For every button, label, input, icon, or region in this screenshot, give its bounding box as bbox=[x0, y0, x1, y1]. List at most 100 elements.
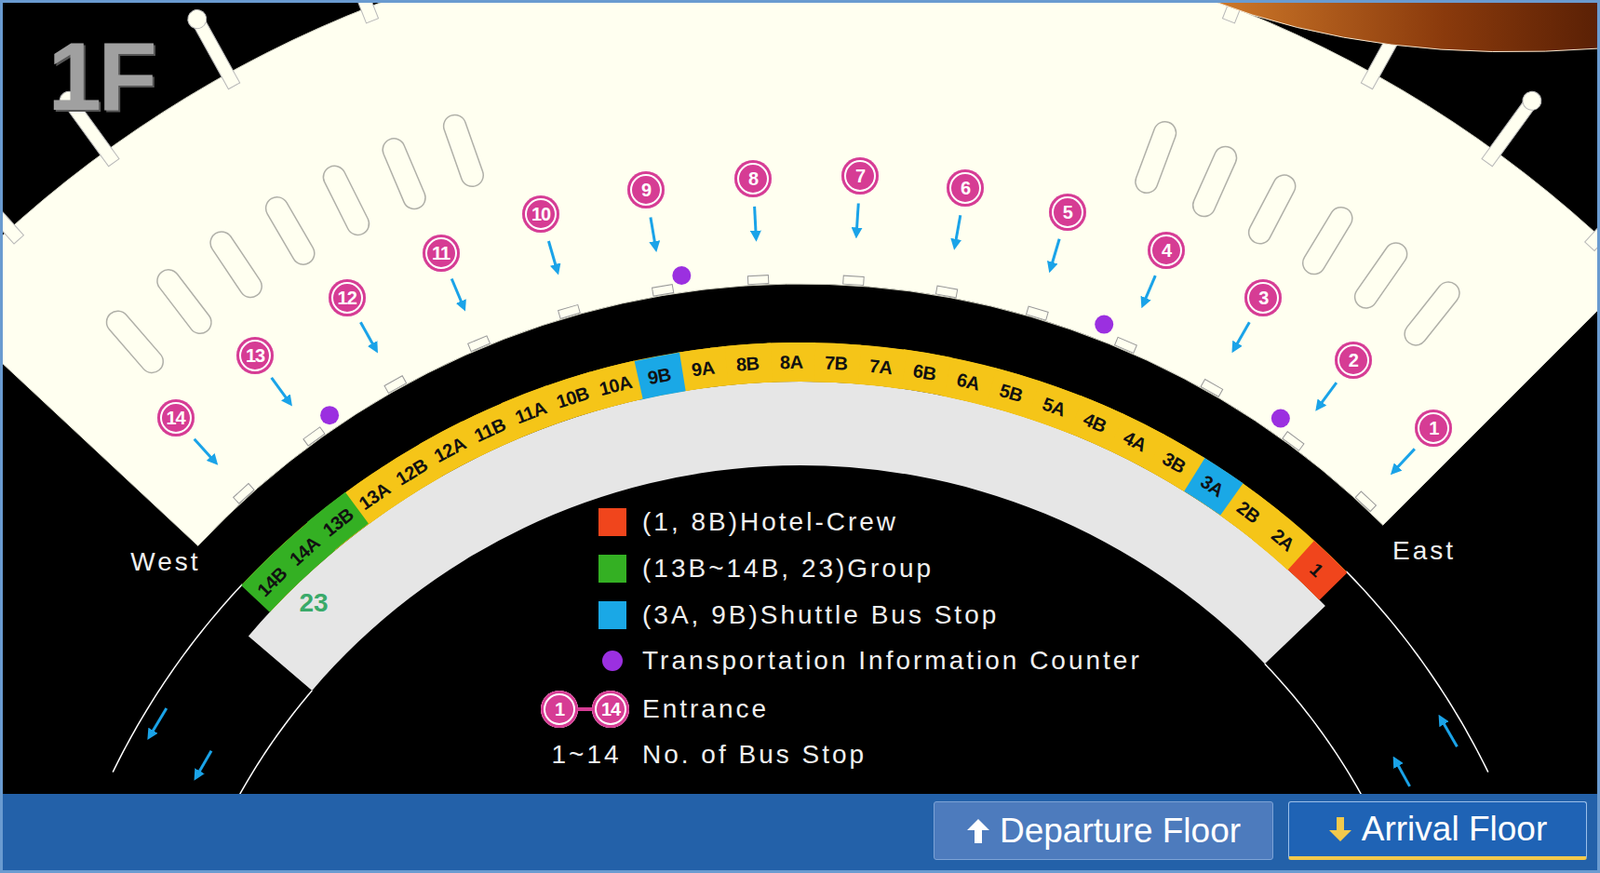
bus-stop-number: 7B bbox=[824, 353, 849, 374]
door bbox=[1115, 336, 1138, 353]
entrance-number: 14 bbox=[165, 408, 185, 428]
escalator-slot bbox=[1399, 277, 1465, 350]
door bbox=[558, 304, 581, 319]
escalator-slot bbox=[261, 192, 319, 269]
bus-stop-number: 7A bbox=[868, 356, 894, 378]
escalator-slot bbox=[1131, 118, 1179, 196]
entrance-arrow bbox=[1050, 239, 1060, 269]
map-graphic bbox=[967, 819, 990, 844]
tab-bar bbox=[0, 793, 1600, 873]
floor-tab: Departure Floor bbox=[933, 801, 1274, 861]
entrance-arrow bbox=[360, 322, 376, 349]
legend-swatch bbox=[598, 601, 627, 630]
info-counter bbox=[672, 266, 691, 285]
bus-stop-number: 6B bbox=[912, 361, 939, 384]
road-edge bbox=[112, 584, 243, 773]
entrance-number: 7 bbox=[855, 166, 865, 186]
entrance-arrow bbox=[194, 439, 215, 462]
entrance-number: 1 bbox=[540, 690, 579, 728]
escalator-slot bbox=[1189, 143, 1241, 221]
legend-text: (13B~14B, 23)Group bbox=[642, 553, 934, 584]
traffic-arrow bbox=[1441, 719, 1458, 747]
door bbox=[384, 376, 407, 394]
entrance-marker: 4 bbox=[1147, 231, 1185, 269]
entrance-marker: 8 bbox=[734, 160, 772, 198]
entrance-marker: 1 bbox=[1414, 409, 1453, 447]
door bbox=[468, 336, 491, 352]
traffic-arrow bbox=[197, 751, 212, 777]
escalator-slot bbox=[102, 306, 169, 377]
floor-tab: Arrival Floor bbox=[1288, 801, 1587, 861]
info-counter bbox=[1094, 315, 1114, 335]
bus-stop: 8A bbox=[767, 342, 816, 383]
entrance-marker: 10 bbox=[522, 195, 560, 233]
bus-stop: 7B bbox=[811, 342, 861, 385]
map-graphic bbox=[721, 342, 773, 386]
entrance-number: 1 bbox=[1428, 418, 1439, 438]
entrance-marker: 13 bbox=[236, 336, 274, 375]
entrance-marker: 6 bbox=[946, 169, 984, 207]
legend-swatch bbox=[602, 650, 623, 672]
legend-text: Transportation Information Counter bbox=[642, 645, 1143, 676]
direction-label: West bbox=[130, 547, 201, 578]
door bbox=[1026, 306, 1049, 321]
jet-bridge bbox=[184, 6, 243, 91]
bus-stop-number: 6A bbox=[954, 369, 982, 393]
map-graphic bbox=[810, 342, 861, 385]
escalator-slot bbox=[1244, 171, 1299, 248]
entrance-marker: 5 bbox=[1048, 193, 1087, 231]
bus-stop-number: 9B bbox=[645, 364, 673, 388]
map-graphic bbox=[184, 6, 210, 32]
escalator-slot bbox=[1350, 238, 1412, 312]
jet-bridge bbox=[0, 169, 27, 246]
entrance-number: 12 bbox=[337, 288, 357, 308]
entrance-marker: 3 bbox=[1244, 279, 1282, 317]
entrance-number: 13 bbox=[245, 346, 265, 365]
bus-stop-number: 8B bbox=[735, 353, 760, 375]
map-graphic bbox=[0, 178, 24, 244]
entrance-marker: 7 bbox=[841, 157, 879, 195]
entrance-arrow bbox=[856, 203, 859, 234]
map-graphic bbox=[854, 344, 908, 390]
tab-label: Departure Floor bbox=[999, 812, 1241, 850]
escalator-slot bbox=[205, 227, 266, 302]
door bbox=[303, 427, 325, 446]
door bbox=[1355, 491, 1376, 512]
bus-stop-range: 1~14 bbox=[551, 739, 621, 770]
bus-island bbox=[248, 381, 1326, 691]
entrance-arrow bbox=[650, 216, 656, 247]
door bbox=[747, 275, 768, 285]
entrance-arrow bbox=[451, 279, 463, 307]
map-graphic bbox=[766, 342, 817, 383]
jet-bridge bbox=[332, 0, 381, 25]
info-counter bbox=[320, 405, 339, 425]
escalator-slot bbox=[319, 161, 373, 239]
bus-lane bbox=[242, 342, 1346, 611]
entrance-arrow bbox=[1234, 322, 1250, 349]
map-graphic bbox=[1519, 87, 1546, 114]
legend-text: (1, 8B)Hotel-Crew bbox=[642, 507, 899, 538]
traffic-arrow bbox=[149, 708, 166, 736]
roof-decoration bbox=[1210, 0, 1600, 53]
door bbox=[233, 484, 255, 504]
legend-text: (3A, 9B)Shuttle Bus Stop bbox=[642, 600, 999, 631]
map-graphic bbox=[337, 0, 378, 24]
entrance-number: 10 bbox=[531, 204, 551, 224]
bus-stop: 8B bbox=[722, 342, 772, 386]
tab-label: Arrival Floor bbox=[1361, 810, 1547, 848]
entrance-arrow bbox=[1394, 448, 1415, 471]
door bbox=[843, 275, 865, 285]
entrance-number: 4 bbox=[1161, 241, 1171, 260]
legend-text: Entrance bbox=[642, 694, 769, 725]
direction-label: East bbox=[1392, 536, 1456, 566]
entrance-number: 14 bbox=[591, 690, 630, 728]
bus-stop: 9A bbox=[676, 346, 729, 392]
entrance-arrow bbox=[271, 377, 290, 403]
bus-stop-number: 9A bbox=[690, 358, 716, 380]
door bbox=[1200, 379, 1224, 398]
escalator-slot bbox=[378, 134, 429, 213]
entrance-arrow bbox=[548, 241, 557, 270]
entrance-marker: 12 bbox=[328, 279, 366, 317]
map-graphic bbox=[241, 551, 304, 614]
